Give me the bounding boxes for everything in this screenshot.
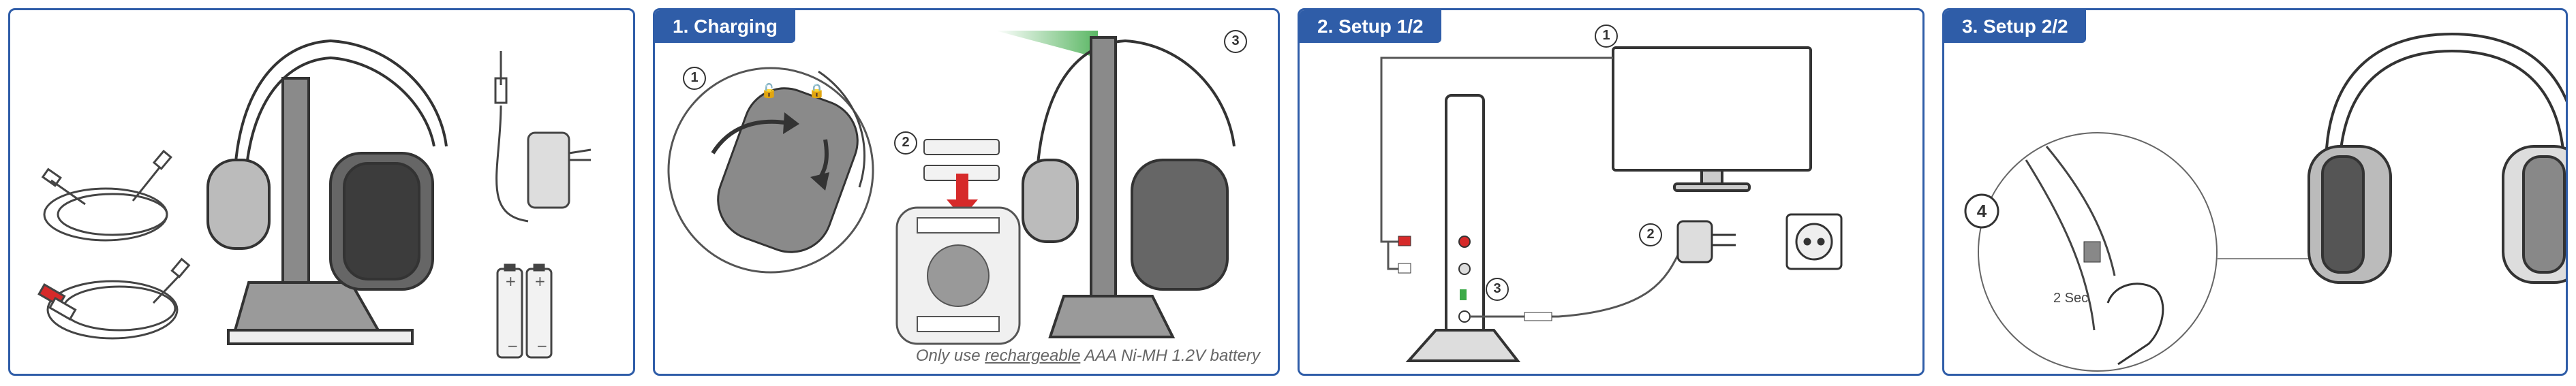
- panel-setup-1: 2. Setup 1/2 1 2 3: [1298, 8, 1925, 376]
- unlock-icon: 🔓: [761, 82, 778, 99]
- step-label-3: 3: [1492, 281, 1503, 297]
- battery-note: Only use rechargeable AAA Ni-MH 1.2V bat…: [916, 347, 1260, 366]
- setup-1-illustration: [1300, 10, 1922, 374]
- step-label-1: 1: [689, 70, 700, 86]
- headphones-icon: [2309, 34, 2566, 283]
- step-label-3: 3: [1230, 33, 1241, 49]
- step-label-2: 2: [900, 135, 911, 150]
- headphone-stand-icon: [208, 41, 446, 344]
- power-cable: [1559, 248, 1681, 317]
- step-label-2: 2: [1645, 227, 1656, 242]
- contents-illustration: + + − −: [10, 10, 633, 374]
- power-adapter-icon: [495, 51, 591, 221]
- svg-text:−: −: [536, 338, 548, 354]
- svg-text:−: −: [507, 338, 519, 354]
- panel-contents: + + − −: [8, 8, 635, 376]
- headphone-stand-icon: [1023, 37, 1234, 337]
- tv-icon: [1613, 48, 1811, 191]
- audio-cable-icon: [43, 151, 171, 240]
- step-label-1: 1: [1601, 28, 1612, 44]
- panel-title: 2. Setup 1/2: [1300, 10, 1441, 43]
- lock-icon: 🔒: [808, 82, 825, 99]
- charging-led-glow: [996, 31, 1098, 58]
- panel-charging: 🔓 🔒 1. Cha: [653, 8, 1280, 376]
- charging-illustration: 🔓 🔒: [655, 10, 1278, 374]
- panel-setup-2: 3. Setup 2/2 4 2 Sec: [1942, 8, 2568, 376]
- panel-title: 3. Setup 2/2: [1944, 10, 2086, 43]
- panel-title: 1. Charging: [655, 10, 795, 43]
- step-label-4: 4: [1973, 201, 1991, 222]
- hold-duration-label: 2 Sec: [2053, 291, 2088, 306]
- svg-text:+: +: [505, 273, 517, 289]
- rca-cable-icon: [39, 259, 189, 338]
- power-adapter-icon: [1678, 221, 1736, 262]
- wall-socket-icon: [1787, 214, 1841, 269]
- audio-cable: [1381, 58, 1613, 242]
- setup-2-illustration: [1944, 10, 2566, 374]
- svg-text:+: +: [534, 273, 546, 289]
- power-button-icon: [2084, 242, 2100, 262]
